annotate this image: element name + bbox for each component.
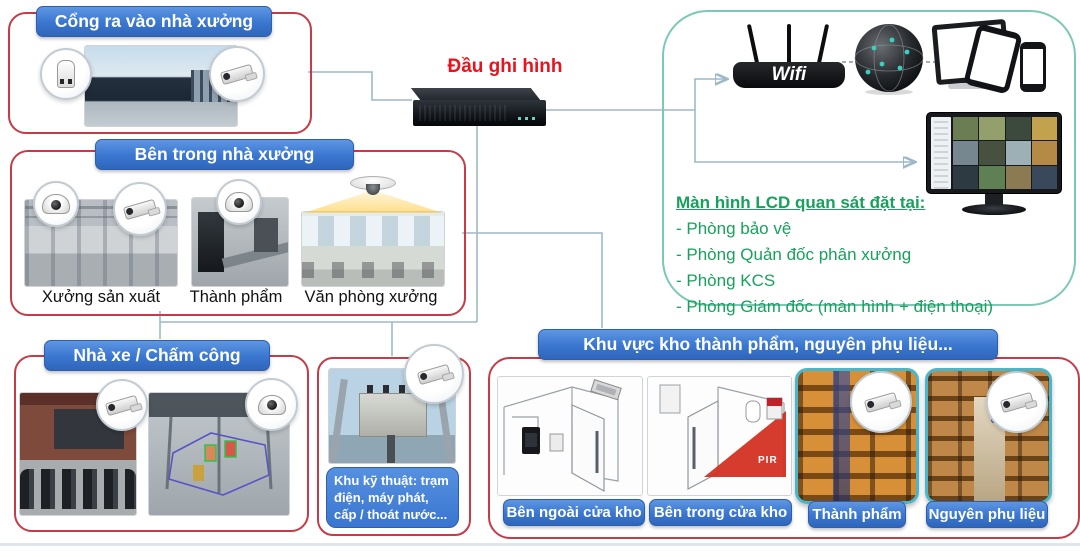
ceiling-dome-camera-icon [350,176,396,190]
lcd-placement-item: - Phòng KCS [676,271,776,290]
card-reader [549,433,564,452]
bullet-camera-icon [113,182,167,236]
motorbike-parking-photo [20,393,136,515]
warehouse-door-interior-photo [648,377,791,495]
bullet-camera-icon [209,46,265,102]
entrance-zone-title: Cổng ra vào nhà xưởng [36,6,272,37]
recorder-title: Đầu ghi hình [447,56,563,77]
warehouse-area-label: Thành phẩm [808,501,906,528]
lcd-placement-item: - Phòng Giám đốc (màn hình + điện thoại) [676,297,994,316]
parking-zone-title: Nhà xe / Chấm công [44,340,270,371]
warehouse-area-label: Bên ngoài cửa kho [503,499,645,526]
dome-camera-icon [216,179,262,225]
lcd-placement-item: - Phòng Quản đốc phân xưởng [676,245,912,264]
warehouse-area-label: Nguyên phụ liệu [926,501,1048,528]
ptz-camera-icon [40,48,92,100]
dome-camera-icon [33,181,79,227]
warehouse-area-label: Bên trong cửa kho [649,499,792,526]
area-caption: Văn phòng xưởng [304,288,438,306]
lcd-placement-item: - Phòng bảo vệ [676,219,792,238]
pir-sensor [745,400,761,423]
technical-zone-box [317,357,471,536]
warehouse-zone-title: Khu vực kho thành phẩm, nguyên phụ liệu.… [538,329,998,360]
factory-office-photo [302,212,444,286]
network-cloud-box [662,10,1076,306]
lcd-placement-info: Màn hình LCD quan sát đặt tại: - Phòng b… [676,190,1068,320]
technical-zone-label: Khu kỹ thuật: trạm điện, máy phát, cấp /… [326,467,459,528]
area-caption: Thành phẩm [189,288,283,306]
lcd-placement-title: Màn hình LCD quan sát đặt tại: [676,193,926,212]
dome-camera-icon [245,378,298,431]
pir-detection-cone [704,411,786,477]
wifi-router-icon: Wifi [733,20,845,88]
bullet-camera-icon [986,371,1048,433]
area-caption: Xưởng sản xuất [41,288,161,306]
dvr-recorder-icon [410,88,553,128]
client-devices-icon [931,18,1048,102]
cctv-camera-grid [953,117,1057,189]
bullet-camera-icon [404,344,464,404]
lcd-monitor-icon [926,112,1066,218]
bullet-camera-icon [96,379,148,431]
bullet-camera-icon [850,371,912,433]
internet-globe-icon [854,24,924,95]
warehouse-door-exterior-photo [498,377,642,495]
pir-label: PIR [758,455,778,466]
bottom-divider [0,543,1080,546]
cctv-software-sidebar [931,117,951,189]
door-sensor [659,384,681,414]
inside-zone-title: Bên trong nhà xưởng [95,139,354,170]
wifi-label: Wifi [733,62,845,88]
